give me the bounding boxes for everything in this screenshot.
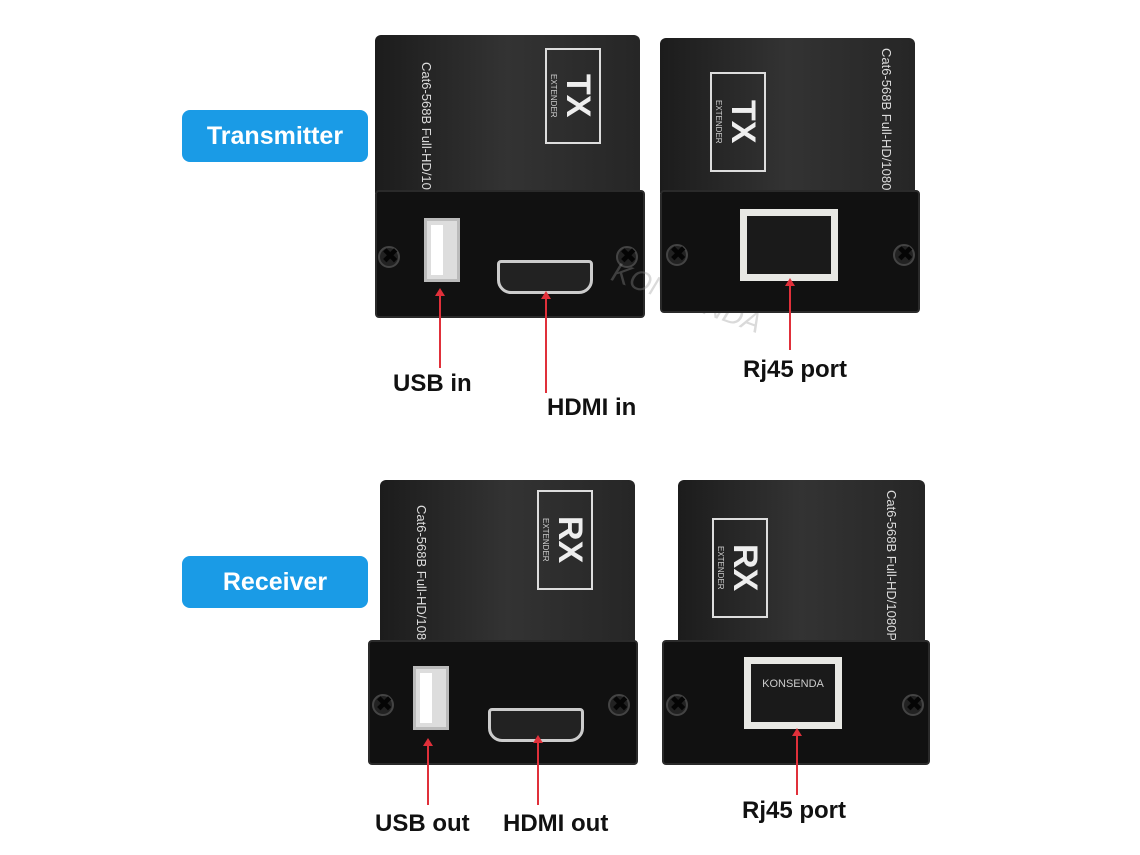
rj45-port-tx-label: Rj45 port	[743, 356, 848, 383]
rx-model-text: Cat6-568B Full-HD/1080P	[414, 505, 429, 657]
tx-model-text: Cat6-568B Full-HD/1080P	[419, 62, 434, 214]
hdmi-out-label: HDMI out	[503, 810, 609, 837]
arrow-usb-in	[435, 288, 445, 368]
receiver-label: Receiver	[182, 556, 368, 608]
screw-icon	[616, 246, 638, 268]
screw-icon	[372, 694, 394, 716]
rj45-port-rx-label: Rj45 port	[742, 797, 847, 824]
screw-icon	[893, 244, 915, 266]
arrow-usb-out	[423, 738, 433, 805]
arrow-hdmi-out	[533, 735, 543, 805]
screw-icon	[666, 244, 688, 266]
rj45-port: KONSENDA	[744, 657, 842, 729]
arrow-rj45-rx	[792, 728, 802, 795]
usb-in-label: USB in	[393, 370, 472, 397]
usb-out-label: USB out	[375, 810, 470, 837]
arrow-rj45-tx	[785, 278, 795, 350]
transmitter-label: Transmitter	[182, 110, 368, 162]
screw-icon	[902, 694, 924, 716]
usb-port	[424, 218, 460, 282]
screw-icon	[608, 694, 630, 716]
hdmi-port	[497, 260, 593, 294]
rj45-port	[740, 209, 838, 281]
arrow-hdmi-in	[541, 291, 551, 393]
rx-model-text: Cat6-568B Full-HD/1080P	[884, 490, 899, 642]
hdmi-in-label: HDMI in	[547, 394, 637, 421]
usb-port	[413, 666, 449, 730]
screw-icon	[378, 246, 400, 268]
screw-icon	[666, 694, 688, 716]
tx-model-text: Cat6-568B Full-HD/1080P	[879, 48, 894, 200]
rj45-brand-text: KONSENDA	[751, 664, 835, 722]
